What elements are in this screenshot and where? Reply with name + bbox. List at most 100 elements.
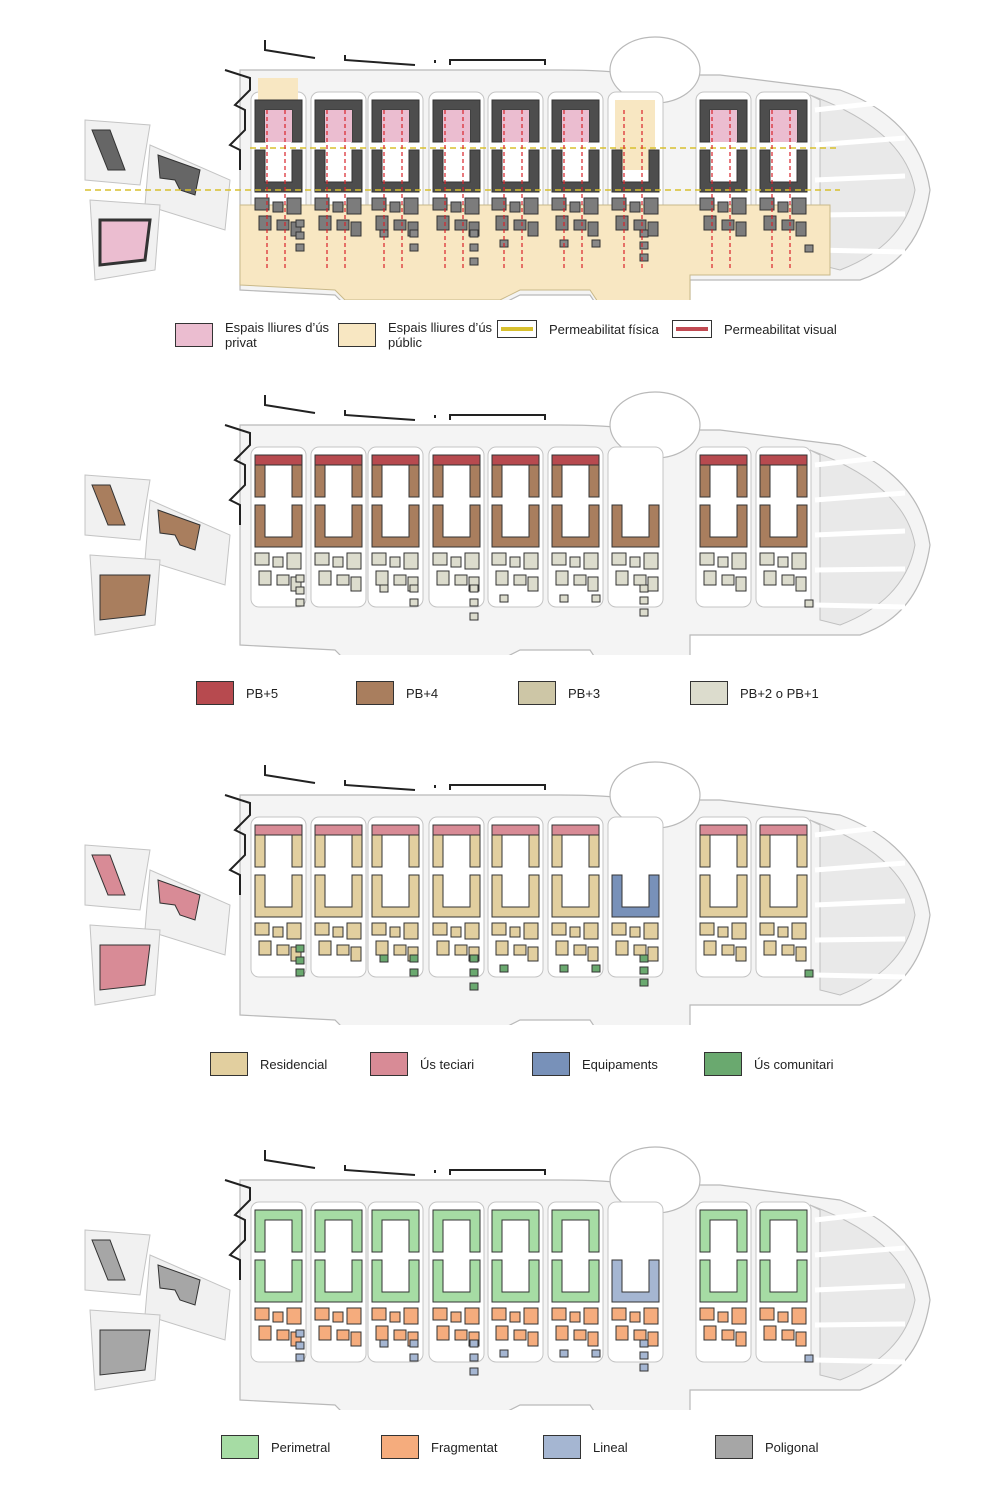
park-path	[814, 898, 906, 908]
private-courtyard	[382, 110, 409, 142]
building-fragment	[721, 944, 735, 956]
small-pavilion	[295, 586, 305, 595]
building-fragment	[254, 197, 270, 211]
building-fragment	[454, 1329, 468, 1341]
site-plan-heights	[84, 391, 931, 655]
legend-label: Lineal	[593, 1439, 628, 1455]
left-building	[91, 854, 126, 896]
building-perimeter	[551, 504, 600, 548]
building-fragment	[629, 926, 641, 938]
building-fragment	[717, 556, 729, 568]
park-path	[814, 528, 906, 538]
small-pavilion	[469, 598, 479, 607]
building-fragment	[513, 944, 527, 956]
small-pavilion	[639, 978, 649, 987]
small-pavilion	[559, 964, 569, 973]
building-perimeter	[314, 1209, 363, 1253]
site-plan-open-spaces	[84, 36, 931, 300]
building-perimeter	[611, 1259, 660, 1303]
small-pavilion	[409, 954, 419, 963]
legend-item: Permeabilitat visual	[672, 320, 837, 338]
building-fragment	[371, 197, 387, 211]
building-fragment	[551, 922, 567, 936]
building-fragment	[777, 201, 789, 213]
park-area	[809, 1204, 916, 1381]
legend-line-swatch	[497, 320, 537, 338]
building-fragment	[759, 1307, 775, 1321]
small-pavilion	[639, 1363, 649, 1372]
left-building	[99, 574, 151, 621]
legend-label: Equipaments	[582, 1056, 658, 1072]
top-floor-band	[759, 454, 808, 466]
small-pavilion	[639, 954, 649, 963]
left-building	[157, 879, 201, 921]
building-fragment	[350, 576, 362, 592]
small-pavilion	[295, 944, 305, 953]
building-fragment	[629, 201, 641, 213]
legend-swatch	[715, 1435, 753, 1459]
building-fragment	[450, 1311, 462, 1323]
small-pavilion	[591, 239, 601, 248]
building-fragment	[371, 1307, 387, 1321]
building-fragment	[495, 570, 509, 586]
building-fragment	[523, 1307, 539, 1325]
legend-label: PB+4	[406, 685, 439, 701]
private-courtyard	[265, 110, 292, 142]
building-fragment	[464, 197, 480, 215]
building-fragment	[551, 1307, 567, 1321]
small-pavilion	[295, 968, 305, 977]
small-pavilion	[469, 1367, 479, 1376]
building-fragment	[375, 1325, 389, 1341]
building-perimeter	[314, 1259, 363, 1303]
building-fragment	[450, 201, 462, 213]
legend-swatch	[381, 1435, 419, 1459]
building-fragment	[375, 215, 389, 231]
building-perimeter	[699, 1209, 748, 1253]
building-perimeter	[371, 149, 420, 193]
legend-item: PB+3	[518, 681, 600, 705]
building-fragment	[731, 1307, 747, 1325]
legend-label: PB+3	[568, 685, 601, 701]
building-fragment	[346, 922, 362, 940]
building-fragment	[350, 221, 362, 237]
building-fragment	[276, 944, 290, 956]
building-fragment	[371, 552, 387, 566]
building-fragment	[735, 1331, 747, 1347]
building-fragment	[717, 201, 729, 213]
building-fragment	[777, 556, 789, 568]
building-fragment	[721, 1329, 735, 1341]
park-area	[809, 819, 916, 996]
building-fragment	[555, 570, 569, 586]
street-edge	[224, 794, 251, 895]
building-fragment	[699, 197, 715, 211]
private-courtyard	[710, 110, 737, 142]
small-pavilion	[379, 1339, 389, 1348]
building-fragment	[731, 197, 747, 215]
park-path	[814, 566, 906, 573]
small-pavilion	[469, 243, 479, 252]
building-fragment	[643, 1307, 659, 1325]
building-fragment	[777, 926, 789, 938]
building-fragment	[573, 574, 587, 586]
legend-item: Lineal	[543, 1435, 628, 1459]
building-fragment	[527, 221, 539, 237]
building-perimeter	[491, 1209, 540, 1253]
legend-label: Permeabilitat física	[549, 321, 659, 337]
building-fragment	[611, 1307, 627, 1321]
building-fragment	[272, 1311, 284, 1323]
building-fragment	[735, 221, 747, 237]
small-pavilion	[409, 1339, 419, 1348]
small-pavilion	[591, 594, 601, 603]
building-perimeter	[491, 504, 540, 548]
legend-swatch	[196, 681, 234, 705]
small-pavilion	[591, 964, 601, 973]
small-pavilion	[469, 257, 479, 266]
building-fragment	[699, 552, 715, 566]
building-fragment	[633, 1329, 647, 1341]
building-perimeter	[551, 1259, 600, 1303]
building-perimeter	[491, 149, 540, 193]
building-fragment	[403, 922, 419, 940]
